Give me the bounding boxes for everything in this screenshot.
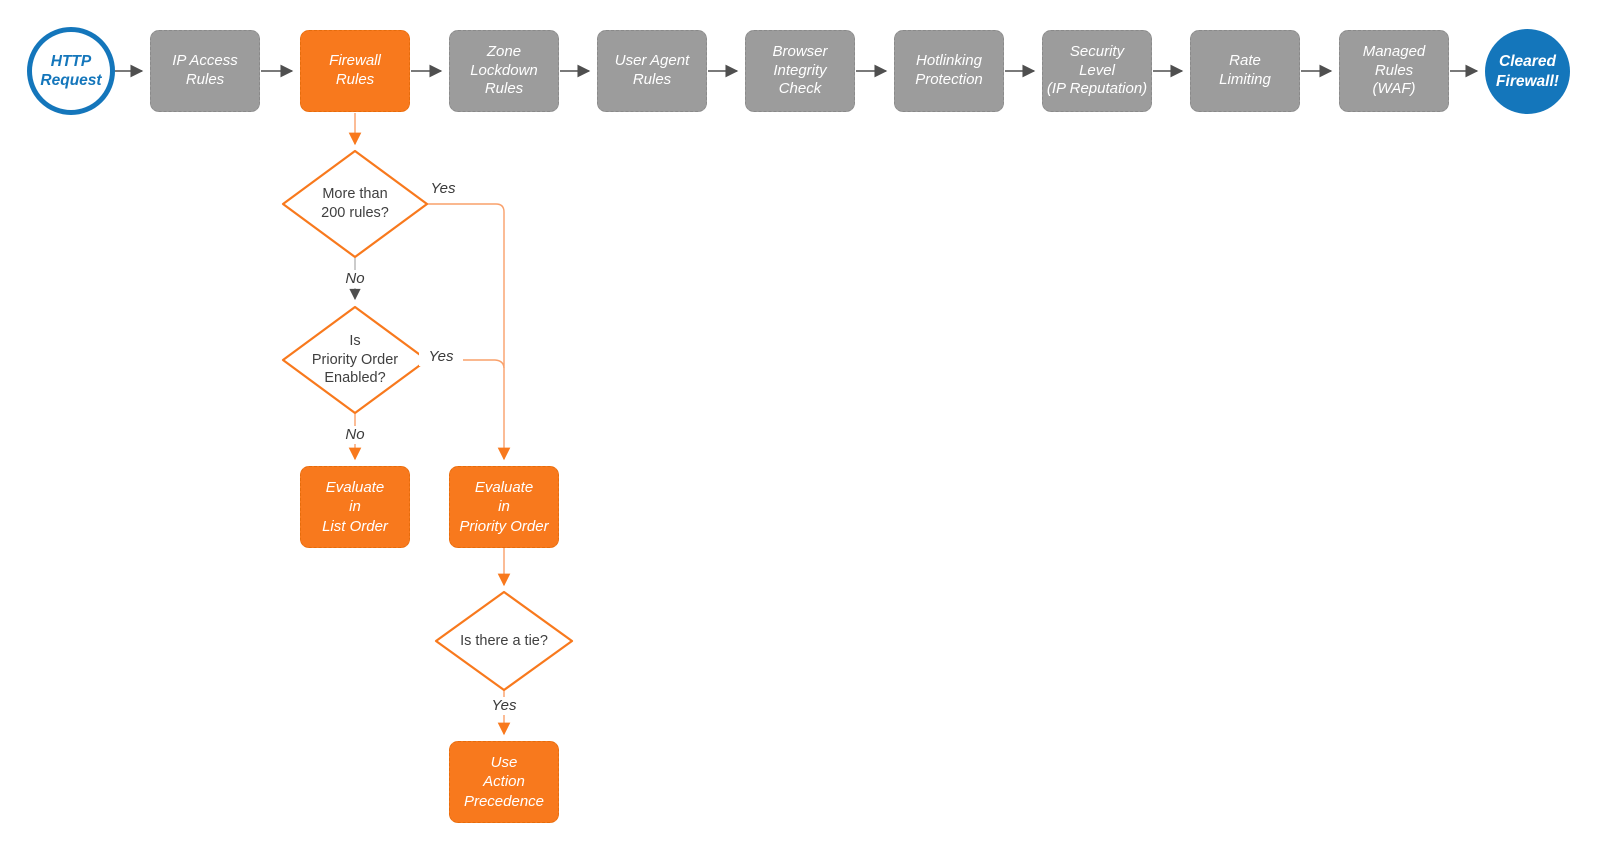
diamond-tie-text: Is there a tie? (460, 632, 548, 649)
diamond-rules-count-text: More than 200 rules? (321, 186, 389, 221)
node-evaluate-priority-order-label: Evaluate in Priority Order (459, 478, 549, 535)
node-firewall-rules: Firewall Rules (300, 30, 410, 112)
diamond-priority-enabled (281, 305, 429, 415)
node-zone-lockdown-rules: Zone Lockdown Rules (449, 30, 559, 112)
diamond-rules-count-label: More than 200 rules? (283, 151, 427, 257)
node-security-level-label: Security Level (IP Reputation) (1046, 43, 1148, 98)
node-use-action-precedence-label: Use Action Precedence (463, 753, 545, 810)
node-cleared-firewall: Cleared Firewall! (1485, 29, 1570, 114)
diamond-tie-label: Is there a tie? (436, 592, 572, 690)
edge-label-decision1-yes: Yes (430, 180, 456, 197)
node-security-level: Security Level (IP Reputation) (1042, 30, 1152, 112)
diamond-rules-count (281, 149, 429, 259)
node-evaluate-priority-order: Evaluate in Priority Order (449, 466, 559, 548)
node-managed-rules-waf-label: Managed Rules (WAF) (1362, 43, 1426, 98)
node-user-agent-rules-label: User Agent Rules (614, 52, 690, 88)
decision-diamonds (281, 149, 574, 692)
node-evaluate-list-order: Evaluate in List Order (300, 466, 410, 548)
arrow-decision2-yes-join (427, 359, 505, 369)
arrow-decision1-yes-to-priority-order (427, 203, 511, 461)
node-evaluate-list-order-label: Evaluate in List Order (322, 478, 388, 535)
node-ip-access-rules-label: IP Access Rules (172, 52, 238, 88)
node-use-action-precedence: Use Action Precedence (449, 741, 559, 823)
node-ip-access-rules: IP Access Rules (150, 30, 260, 112)
node-zone-lockdown-rules-label: Zone Lockdown Rules (470, 43, 538, 98)
diamond-tie (434, 590, 574, 692)
edge-label-tie-yes: Yes (482, 697, 526, 715)
node-rate-limiting: Rate Limiting (1190, 30, 1300, 112)
node-cleared-firewall-label: Cleared Firewall! (1496, 53, 1559, 90)
diamond-priority-enabled-label: Is Priority Order Enabled? (283, 307, 427, 413)
diamond-priority-enabled-text: Is Priority Order Enabled? (311, 332, 399, 387)
edge-label-decision2-yes: Yes (419, 348, 463, 366)
edge-label-decision1-no: No (333, 270, 377, 288)
node-http-request: HTTP Request (27, 27, 115, 115)
node-browser-integrity-check: Browser Integrity Check (745, 30, 855, 112)
node-firewall-rules-label: Firewall Rules (329, 52, 381, 88)
node-user-agent-rules: User Agent Rules (597, 30, 707, 112)
edge-label-decision2-no: No (333, 426, 377, 444)
node-http-request-label: HTTP Request (40, 52, 102, 89)
node-rate-limiting-label: Rate Limiting (1219, 52, 1271, 88)
node-hotlinking-protection-label: Hotlinking Protection (915, 52, 983, 88)
node-browser-integrity-check-label: Browser Integrity Check (772, 43, 828, 98)
node-managed-rules-waf: Managed Rules (WAF) (1339, 30, 1449, 112)
node-hotlinking-protection: Hotlinking Protection (894, 30, 1004, 112)
